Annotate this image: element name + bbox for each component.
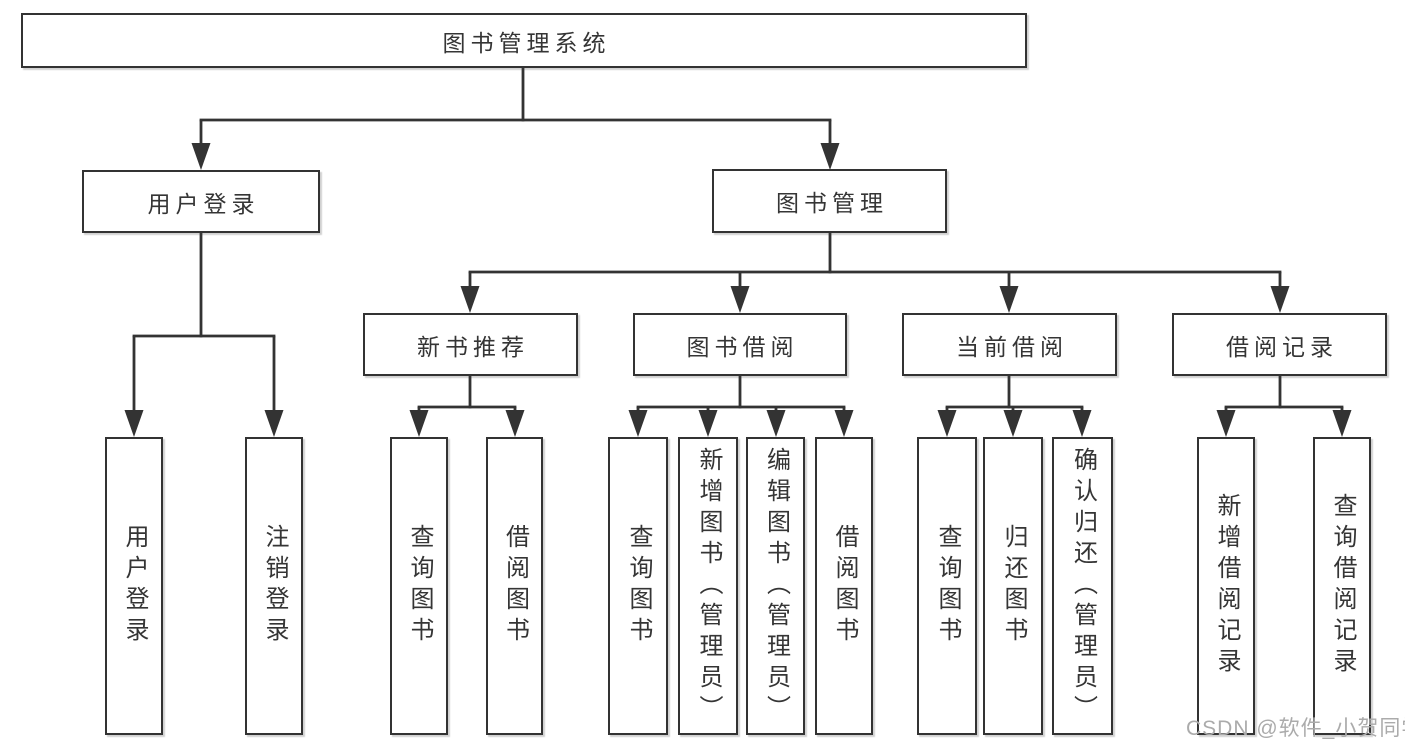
connector-branch: [124, 233, 284, 437]
arrowhead-icon: [1332, 410, 1352, 437]
arrowhead-icon: [1270, 286, 1290, 313]
node-book-borrowing: 图书借阅: [633, 313, 847, 376]
node-user-login: 用户登录: [82, 170, 320, 233]
arrowhead-icon: [505, 410, 525, 437]
arrowhead-icon: [834, 410, 854, 437]
leaf-query-books-recommend: 查询图书: [390, 437, 448, 735]
arrowhead-icon: [264, 410, 284, 437]
arrowhead-icon: [698, 410, 718, 437]
connector-branch: [937, 376, 1092, 437]
leaf-confirm-return-admin: 确认归还（管理员）: [1052, 437, 1113, 735]
node-current-borrowing: 当前借阅: [902, 313, 1117, 376]
leaf-query-books-current: 查询图书: [917, 437, 977, 735]
leaf-logout: 注销登录: [245, 437, 303, 735]
arrowhead-icon: [1072, 410, 1092, 437]
arrowhead-icon: [409, 410, 429, 437]
arrowhead-icon: [124, 410, 144, 437]
arrowhead-icon: [1216, 410, 1236, 437]
arrowhead-icon: [766, 410, 786, 437]
leaf-query-borrow-record: 查询借阅记录: [1313, 437, 1371, 735]
arrowhead-icon: [1003, 410, 1023, 437]
arrowhead-icon: [820, 143, 840, 170]
connector-branch: [460, 233, 1290, 313]
arrowhead-icon: [999, 286, 1019, 313]
leaf-borrow-books-borrowing: 借阅图书: [815, 437, 873, 735]
leaf-add-borrow-record: 新增借阅记录: [1197, 437, 1255, 735]
leaf-edit-book-admin: 编辑图书（管理员）: [746, 437, 805, 735]
node-borrowing-records: 借阅记录: [1172, 313, 1387, 376]
arrowhead-icon: [937, 410, 957, 437]
leaf-return-book: 归还图书: [983, 437, 1043, 735]
connector-branch: [1216, 376, 1352, 437]
arrowhead-icon: [628, 410, 648, 437]
node-library-management-system: 图书管理系统: [21, 13, 1027, 68]
arrowhead-icon: [460, 286, 480, 313]
node-book-management: 图书管理: [712, 169, 947, 233]
leaf-query-books-borrowing: 查询图书: [608, 437, 668, 735]
leaf-user-login: 用户登录: [105, 437, 163, 735]
leaf-add-book-admin: 新增图书（管理员）: [678, 437, 738, 735]
connector-branch: [628, 376, 854, 437]
connector-branch: [409, 376, 525, 437]
connector-branch: [191, 68, 840, 170]
arrowhead-icon: [191, 143, 211, 170]
leaf-borrow-books-recommend: 借阅图书: [486, 437, 543, 735]
node-new-book-recommendation: 新书推荐: [363, 313, 578, 376]
csdn-watermark: CSDN @软件_小贺同学: [1186, 717, 1405, 740]
arrowhead-icon: [730, 286, 750, 313]
